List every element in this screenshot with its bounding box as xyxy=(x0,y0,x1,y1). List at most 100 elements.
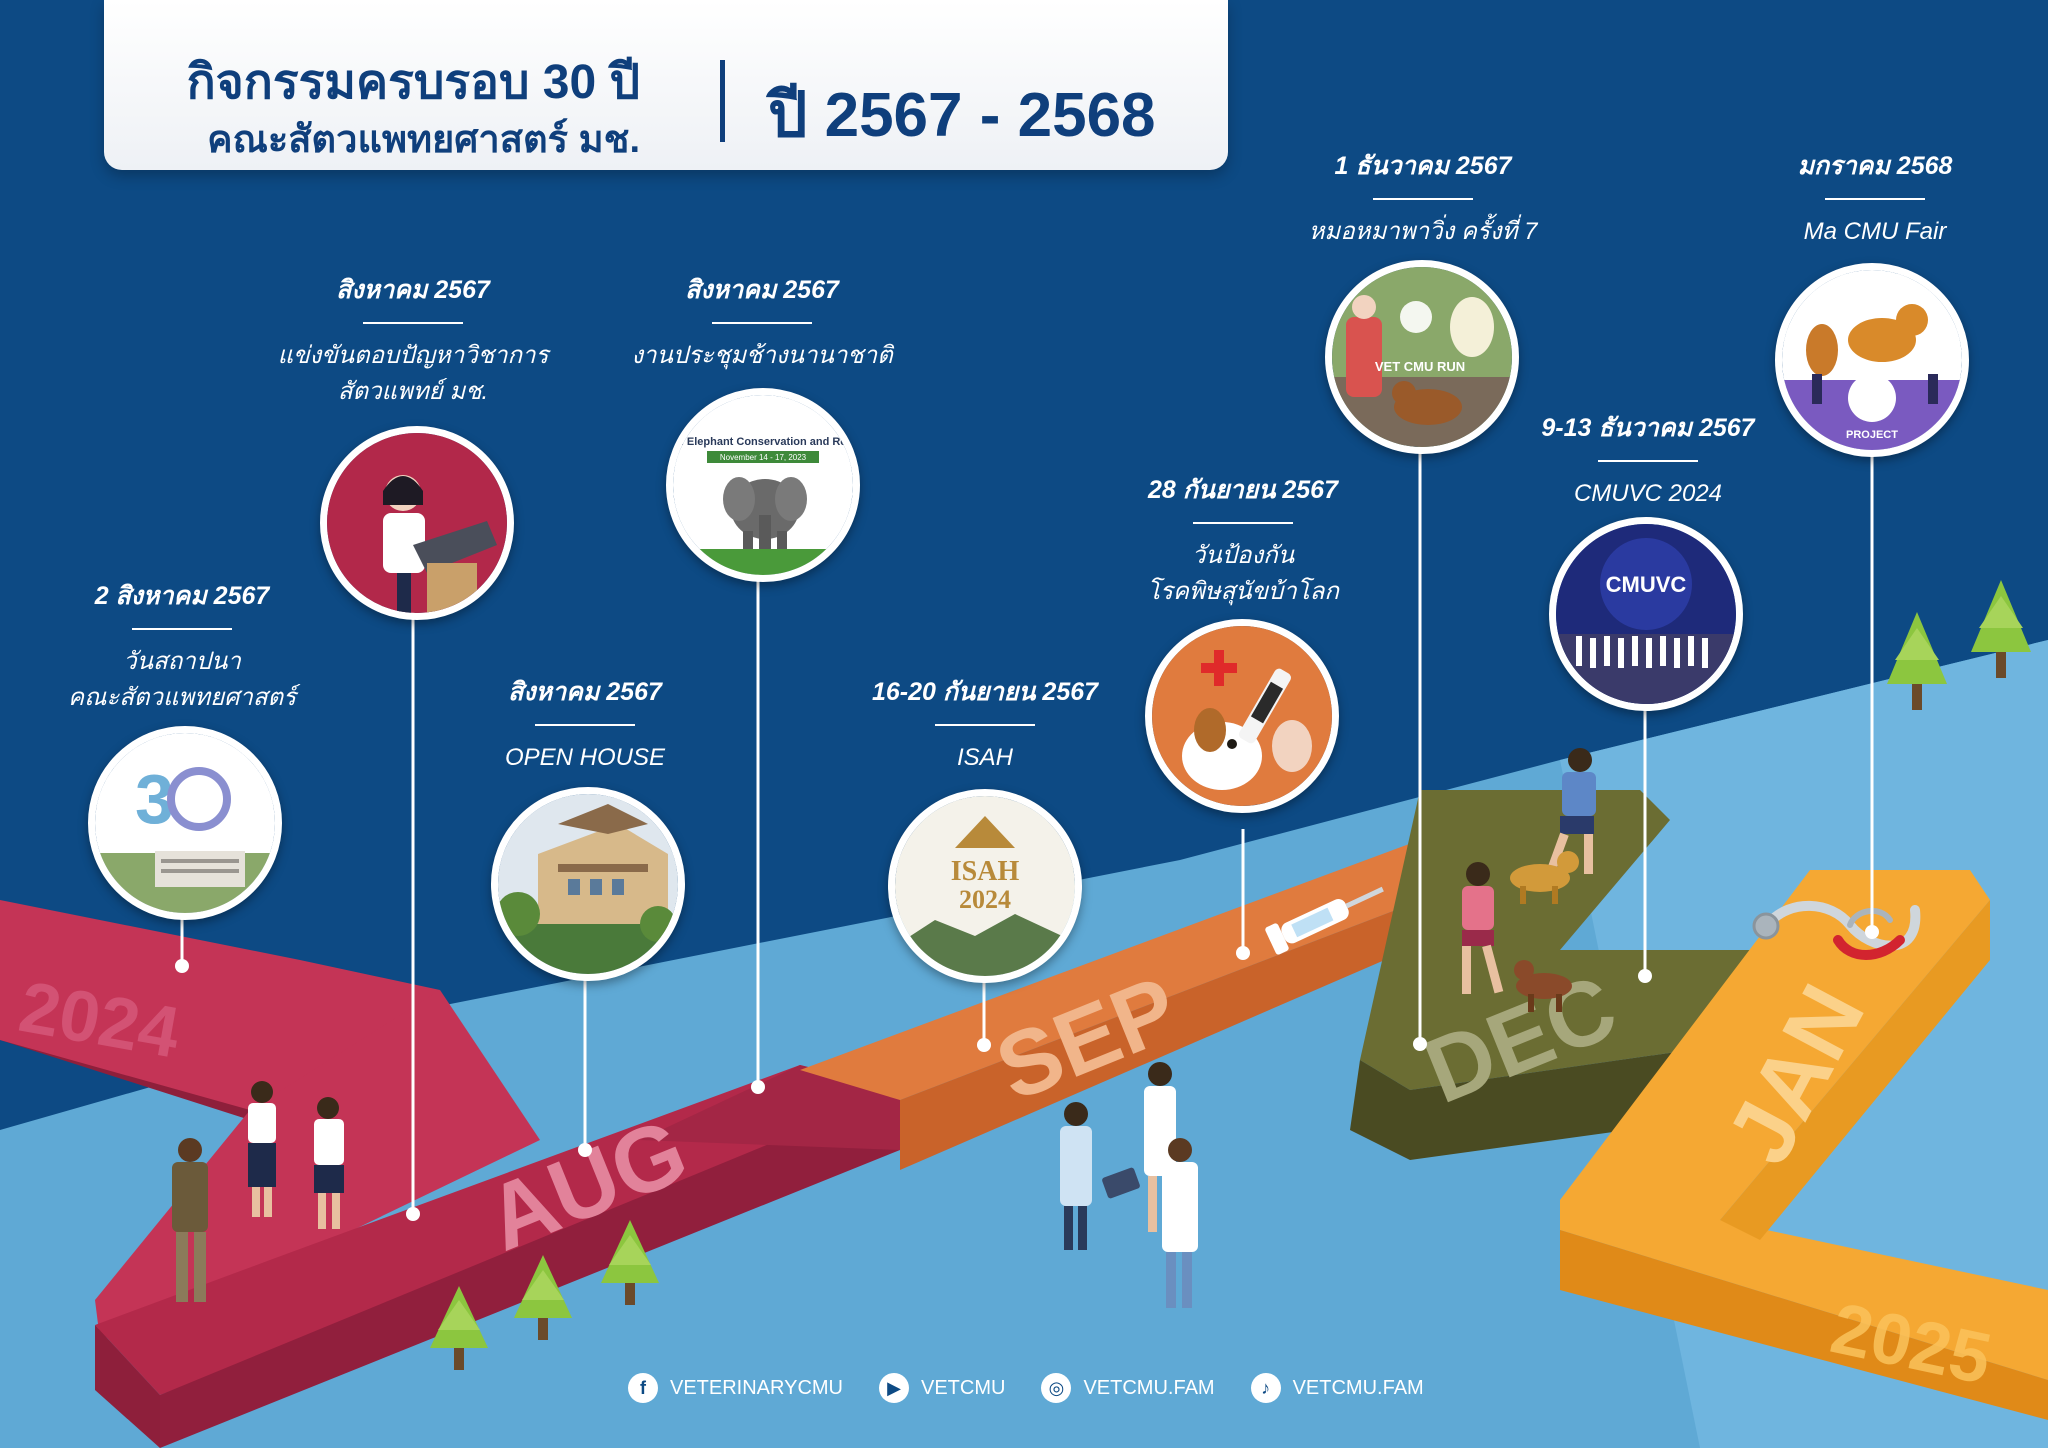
isah-logo-icon: ISAH 2024 xyxy=(888,789,1082,983)
elephant-conference-icon: onal Elephant Conservation and Resea Nov… xyxy=(666,388,860,582)
event-date: 2 สิงหาคม 2567 xyxy=(94,582,270,610)
facebook-link[interactable]: f VETERINARYCMU xyxy=(628,1373,843,1403)
event-title-line2: สัตวแพทย์ มช. xyxy=(337,378,489,405)
tablet-icon xyxy=(1102,1167,1140,1199)
elephant-conference-dates: November 14 - 17, 2023 xyxy=(720,453,807,462)
event-date: 16-20 กันยายน 2567 xyxy=(871,678,1099,706)
student-podium-icon xyxy=(320,426,514,620)
tree-icon xyxy=(1887,612,1947,710)
syringe-icon xyxy=(1265,886,1384,955)
fair-project-text: PROJECT xyxy=(1846,429,1898,441)
event-divider xyxy=(712,322,812,324)
event-founding-day: 2 สิงหาคม 2567 วันสถาปนา คณะสัตวแพทยศาสต… xyxy=(2,576,362,716)
event-open-house: สิงหาคม 2567 OPEN HOUSE xyxy=(405,672,765,776)
title-years: ปี 2567 - 2568 xyxy=(768,81,1156,150)
timeline-dots xyxy=(175,925,1879,1221)
facebook-icon: f xyxy=(628,1373,658,1403)
dog-vaccine-icon xyxy=(1145,619,1339,813)
event-title: วันสถาปนา xyxy=(123,648,241,675)
isah-logo-text: ISAH xyxy=(951,856,1020,887)
tiktok-link[interactable]: ♪ VETCMU.FAM xyxy=(1250,1373,1424,1403)
event-isah: 16-20 กันยายน 2567 ISAH xyxy=(805,672,1165,776)
teacher-figure-icon xyxy=(172,1138,208,1302)
event-divider xyxy=(363,322,463,324)
path-2024-top xyxy=(0,900,440,1110)
path-jan-top xyxy=(1560,870,2048,1380)
event-title: งานประชุมช้างนานาชาติ xyxy=(631,342,893,369)
event-divider xyxy=(1373,198,1473,200)
tree-icon xyxy=(601,1220,659,1305)
vet-run-icon: VET CMU RUN xyxy=(1325,260,1519,454)
event-vet-run: 1 ธันวาคม 2567 หมอหมาพาวิ่ง ครั้งที่ 7 xyxy=(1243,146,1603,250)
social-footer: f VETERINARYCMU ▶ VETCMU ◎ VETCMU.FAM ♪ … xyxy=(628,1368,1424,1408)
event-elephant-conference: สิงหาคม 2567 งานประชุมช้างนานาชาติ xyxy=(582,270,942,374)
event-title-line2: โรคพิษสุนัขบ้าโลก xyxy=(1147,578,1339,605)
header-card: กิจกรรมครบรอบ 30 ปี คณะสัตวแพทยศาสตร์ มช… xyxy=(104,0,1228,170)
event-rabies-day: 28 กันยายน 2567 วันป้องกัน โรคพิษสุนัขบ้… xyxy=(1063,470,1423,610)
event-date: มกราคม 2568 xyxy=(1797,152,1953,180)
tiktok-icon: ♪ xyxy=(1250,1373,1281,1403)
student-boy-icon xyxy=(314,1097,344,1229)
path-aug-front2 xyxy=(160,1090,900,1448)
isah-logo-year: 2024 xyxy=(959,885,1011,914)
youtube-link[interactable]: ▶ VETCMU xyxy=(879,1373,1005,1403)
event-divider xyxy=(1598,460,1698,462)
runner-figure-icon xyxy=(1462,862,1504,994)
event-title-line2: คณะสัตวแพทยศาสตร์ xyxy=(68,684,296,711)
event-title: วันป้องกัน xyxy=(1191,542,1295,569)
event-date: สิงหาคม 2567 xyxy=(336,276,490,304)
vet-run-logo-text: VET CMU RUN xyxy=(1375,359,1465,374)
event-date: สิงหาคม 2567 xyxy=(685,276,839,304)
facebook-handle: VETERINARYCMU xyxy=(670,1376,843,1399)
instagram-handle: VETCMU.FAM xyxy=(1083,1376,1215,1399)
vet-figure-icon xyxy=(1162,1138,1198,1308)
title-divider xyxy=(720,60,725,142)
stethoscope-icon xyxy=(1752,900,1921,960)
event-title: แข่งขันตอบปัญหาวิชาการ xyxy=(277,342,549,369)
tree-icon xyxy=(1971,580,2031,678)
dog-figure-icon xyxy=(1510,851,1579,904)
vet-figure-icon xyxy=(1060,1102,1092,1250)
instagram-link[interactable]: ◎ VETCMU.FAM xyxy=(1041,1373,1215,1403)
path-aug-top xyxy=(95,1065,900,1395)
event-date: 9-13 ธันวาคม 2567 xyxy=(1541,414,1755,442)
tiktok-handle: VETCMU.FAM xyxy=(1292,1376,1424,1399)
dog-fair-icon: PROJECT xyxy=(1775,263,1969,457)
instagram-icon: ◎ xyxy=(1041,1373,1072,1403)
elephant-conference-banner: onal Elephant Conservation and Resea xyxy=(673,436,853,448)
tree-icon xyxy=(514,1255,572,1340)
event-academic-quiz: สิงหาคม 2567 แข่งขันตอบปัญหาวิชาการ สัตว… xyxy=(233,270,593,410)
cmuvc-stage-icon: CMUVC xyxy=(1549,517,1743,711)
event-cmuvc: 9-13 ธันวาคม 2567 CMUVC 2024 xyxy=(1468,408,1828,512)
youtube-handle: VETCMU xyxy=(921,1376,1006,1399)
path-jan-side xyxy=(1720,870,1990,1240)
tree-icon xyxy=(430,1286,488,1370)
path-dec-front xyxy=(1350,1050,1700,1160)
event-title: Ma CMU Fair xyxy=(1803,218,1947,245)
dog-figure-icon xyxy=(1514,960,1572,1012)
faculty-subtitle: คณะสัตวแพทยศาสตร์ มช. xyxy=(207,119,640,161)
faculty-building-icon xyxy=(491,787,685,981)
event-divider xyxy=(535,724,635,726)
path-aug-front xyxy=(95,1325,160,1448)
event-title: หมอหมาพาวิ่ง ครั้งที่ 7 xyxy=(1308,218,1538,245)
timeline-connectors xyxy=(180,446,1874,1214)
runner-figure-icon xyxy=(1546,748,1596,874)
event-title: ISAH xyxy=(956,744,1013,771)
path-dec-top xyxy=(1360,790,1760,1090)
event-divider xyxy=(935,724,1035,726)
path-jan-front xyxy=(1560,1230,2048,1420)
event-divider xyxy=(1193,522,1293,524)
event-ma-cmu-fair: มกราคม 2568 Ma CMU Fair xyxy=(1695,146,2048,250)
page-title: กิจกรรมครบรอบ 30 ปี xyxy=(186,56,640,109)
event-date: 28 กันยายน 2567 xyxy=(1148,476,1338,504)
event-title: OPEN HOUSE xyxy=(504,744,666,771)
student-girl-icon xyxy=(248,1081,276,1217)
youtube-icon: ▶ xyxy=(879,1373,909,1403)
event-date: 1 ธันวาคม 2567 xyxy=(1334,152,1512,180)
event-divider xyxy=(132,628,232,630)
event-date: สิงหาคม 2567 xyxy=(508,678,662,706)
path-aug-rise xyxy=(640,1065,900,1150)
cmuvc-logo-text: CMUVC xyxy=(1606,572,1687,597)
